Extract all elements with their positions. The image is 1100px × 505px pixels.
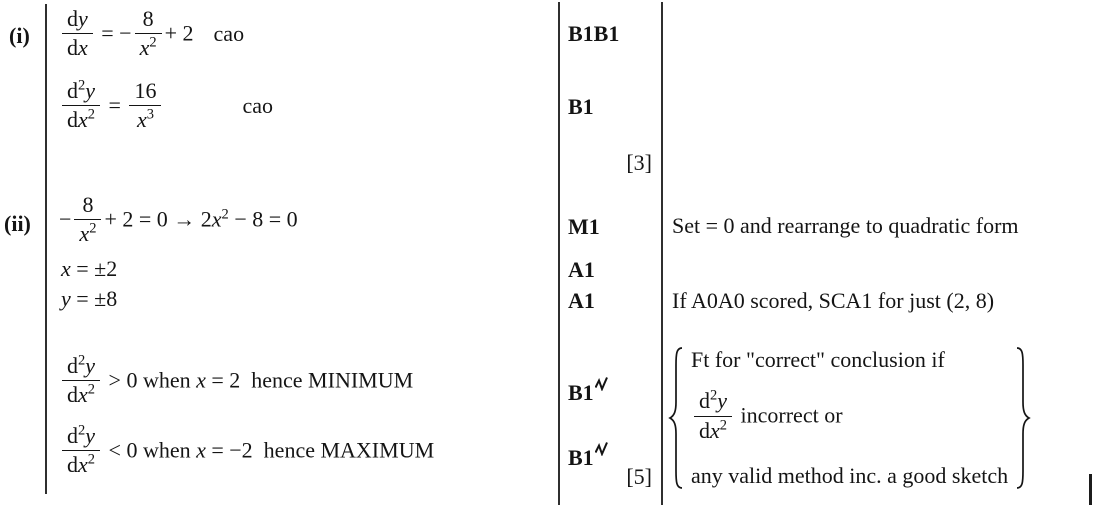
brace-line-valid-method: any valid method inc. a good sketch bbox=[691, 462, 1009, 488]
follow-through-tick-icon bbox=[594, 371, 608, 397]
brace-line-ft-conclusion: Ft for "correct" conclusion if bbox=[691, 347, 945, 372]
rule-marks-column-left bbox=[558, 2, 560, 505]
mark-a1-first: A1 bbox=[568, 257, 595, 282]
part-ii-label: (ii) bbox=[4, 211, 31, 236]
equation-x-solution: x = ±2 bbox=[61, 256, 118, 281]
follow-through-tick-icon bbox=[594, 436, 608, 462]
mark-m1: M1 bbox=[568, 214, 600, 239]
part-i-label: (i) bbox=[9, 23, 30, 48]
mark-b1-ft-second-label: B1 bbox=[568, 445, 594, 470]
part-i-total-marks: [3] bbox=[626, 150, 652, 175]
equation-y-solution: y = ±8 bbox=[61, 286, 118, 311]
rule-marks-column-right bbox=[661, 2, 663, 505]
mark-a1-second: A1 bbox=[568, 288, 595, 313]
left-brace-icon bbox=[668, 346, 685, 490]
comment-set-zero: Set = 0 and rearrange to quadratic form bbox=[672, 213, 1019, 238]
part-ii-total-marks: [5] bbox=[626, 464, 652, 489]
mark-b1: B1 bbox=[568, 94, 594, 119]
page-edge-mark bbox=[1089, 474, 1092, 505]
mark-b1-ft-first-label: B1 bbox=[568, 380, 594, 405]
rule-answer-column-left bbox=[45, 4, 47, 494]
mark-b1-ft-second: B1 bbox=[568, 436, 608, 471]
mark-b1b1: B1B1 bbox=[568, 21, 620, 46]
comment-sca1: If A0A0 scored, SCA1 for just (2, 8) bbox=[672, 288, 995, 313]
right-brace-icon bbox=[1014, 346, 1031, 490]
mark-b1-ft-first: B1 bbox=[568, 371, 608, 406]
